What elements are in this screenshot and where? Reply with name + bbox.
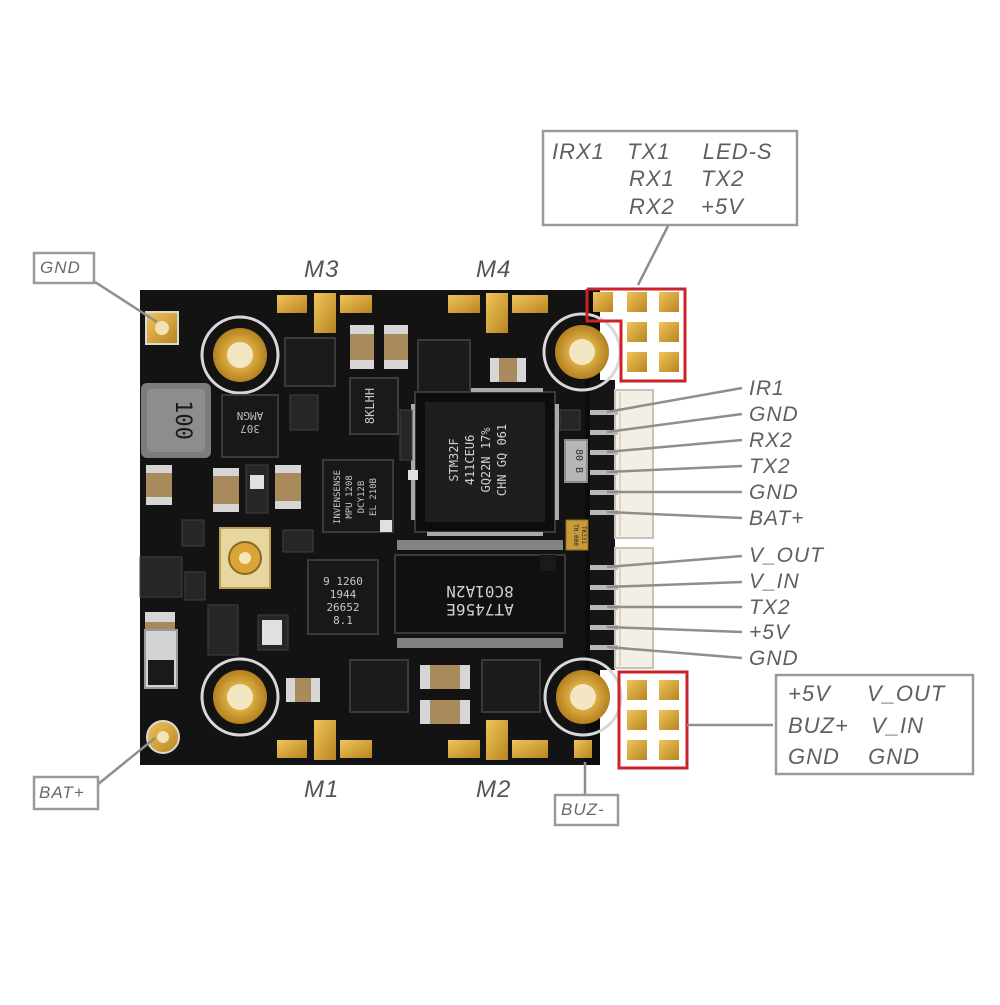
baro-marking: 9 1260 1944 26652 8.1 bbox=[323, 575, 363, 627]
label-buz-plus: BUZ+ bbox=[788, 713, 849, 738]
crystal-marking: 80 B bbox=[573, 449, 584, 473]
bottom-box-row-3: GND GND bbox=[788, 746, 920, 768]
top-box-row-3: RX2 +5V bbox=[629, 196, 744, 218]
conn-lower-v-out: V_OUT bbox=[749, 544, 825, 567]
label-rx1: RX1 bbox=[629, 166, 675, 191]
label-led-s: LED-S bbox=[702, 139, 773, 164]
small-components bbox=[139, 394, 581, 656]
osd-chip bbox=[394, 540, 566, 648]
silk-dots bbox=[250, 470, 556, 645]
label-m3: M3 bbox=[304, 256, 340, 283]
baro-line-4: 8.1 bbox=[333, 614, 353, 627]
label-m2: M2 bbox=[476, 776, 512, 803]
motor-pads-m3 bbox=[277, 293, 372, 333]
conn-upper-rx2: RX2 bbox=[749, 429, 793, 452]
regulator-marking: 8KLHH bbox=[363, 388, 377, 424]
power-pad-cluster bbox=[574, 670, 689, 770]
small-cap-line-1: T0.000 bbox=[572, 524, 579, 546]
label-gnd-corner: GND bbox=[40, 258, 81, 277]
bat-plus-pad bbox=[146, 720, 180, 754]
regulator bbox=[349, 377, 399, 435]
baro-line-2: 1944 bbox=[330, 588, 357, 601]
osd-line-2: 8C01A2N bbox=[446, 582, 513, 601]
label-bat-plus: BAT+ bbox=[39, 783, 85, 802]
label-m1: M1 bbox=[304, 776, 340, 803]
uart-pad-cluster bbox=[585, 287, 687, 383]
conn-upper-tx2: TX2 bbox=[749, 455, 791, 478]
label-plus5v: +5V bbox=[701, 194, 744, 219]
conn-upper-gnd-1: GND bbox=[749, 403, 799, 426]
baro-chip bbox=[307, 559, 379, 635]
mcu-line-1: STM32F bbox=[447, 438, 461, 481]
amgn-line-1: 307 bbox=[240, 422, 260, 435]
conn-lower-v-in: V_IN bbox=[749, 570, 800, 593]
label-irx1: IRX1 bbox=[552, 139, 605, 164]
label-gnd-pad-1: GND bbox=[788, 744, 840, 769]
label-tx1: TX1 bbox=[627, 139, 671, 164]
imu-line-4: EL 210B bbox=[369, 478, 379, 516]
label-rx2: RX2 bbox=[629, 194, 675, 219]
antenna-connector bbox=[219, 527, 271, 589]
label-gnd-pad-2: GND bbox=[868, 744, 921, 769]
diode-d1 bbox=[144, 629, 178, 689]
osd-marking: AT7456E 8C01A2N bbox=[446, 582, 513, 619]
imu-line-1: INVENSENSE bbox=[333, 470, 343, 524]
top-box-row-1: IRX1 TX1 LED-S bbox=[552, 141, 773, 163]
mounting-holes bbox=[200, 312, 623, 737]
mcu-line-4: CHN GQ 061 bbox=[495, 424, 509, 496]
leader-lines bbox=[94, 225, 773, 795]
small-cap-marking: T0.000 TK331 bbox=[572, 524, 587, 546]
imu-marking: INVENSENSE MPU 1208 DCY12B EL 210B bbox=[333, 470, 379, 524]
baro-line-3: 26652 bbox=[326, 601, 359, 614]
mcu-line-3: GQ22N 17% bbox=[479, 427, 493, 493]
mcu-marking: STM32F 411CEU6 GQ22N 17% CHN GQ 061 bbox=[447, 424, 509, 496]
conn-lower-tx2: TX2 bbox=[749, 596, 791, 619]
label-m4: M4 bbox=[476, 256, 512, 283]
conn-upper-ir1: IR1 bbox=[749, 377, 785, 400]
label-box-outlines bbox=[32, 129, 975, 827]
crystal bbox=[564, 439, 588, 483]
label-v-out-pad: V_OUT bbox=[867, 681, 946, 706]
amgn-part bbox=[221, 394, 279, 458]
conn-lower-gnd: GND bbox=[749, 647, 799, 670]
inductor-marking: 100 bbox=[170, 400, 195, 440]
small-cap bbox=[565, 519, 589, 551]
mcu-chip bbox=[411, 388, 559, 536]
motor-pads-m2 bbox=[448, 720, 548, 760]
inductor bbox=[141, 383, 211, 458]
bottom-box-row-1: +5V V_OUT bbox=[788, 683, 945, 705]
conn-upper-bat-plus: BAT+ bbox=[749, 507, 805, 530]
top-box-row-2: RX1 TX2 bbox=[629, 168, 744, 190]
mosfets bbox=[284, 337, 541, 713]
small-cap-line-2: TK331 bbox=[580, 526, 587, 544]
label-plus5v-pad: +5V bbox=[788, 681, 831, 706]
amgn-line-2: AMGN bbox=[237, 409, 264, 422]
conn-upper-gnd-2: GND bbox=[749, 481, 799, 504]
motor-pads-m4 bbox=[448, 293, 548, 333]
conn-lower-plus5v: +5V bbox=[749, 621, 790, 644]
osd-line-1: AT7456E bbox=[446, 600, 513, 619]
imu-line-3: DCY12B bbox=[357, 481, 367, 514]
label-v-in-pad: V_IN bbox=[871, 713, 925, 738]
motor-pads-m1 bbox=[277, 720, 372, 760]
label-buz-minus: BUZ- bbox=[561, 800, 605, 819]
mcu-line-2: 411CEU6 bbox=[463, 435, 477, 486]
label-tx2: TX2 bbox=[701, 166, 745, 191]
imu-line-2: MPU 1208 bbox=[345, 475, 355, 518]
amgn-marking: 307 AMGN bbox=[237, 409, 264, 435]
bottom-box-row-2: BUZ+ V_IN bbox=[788, 715, 924, 737]
baro-line-1: 9 1260 bbox=[323, 575, 363, 588]
